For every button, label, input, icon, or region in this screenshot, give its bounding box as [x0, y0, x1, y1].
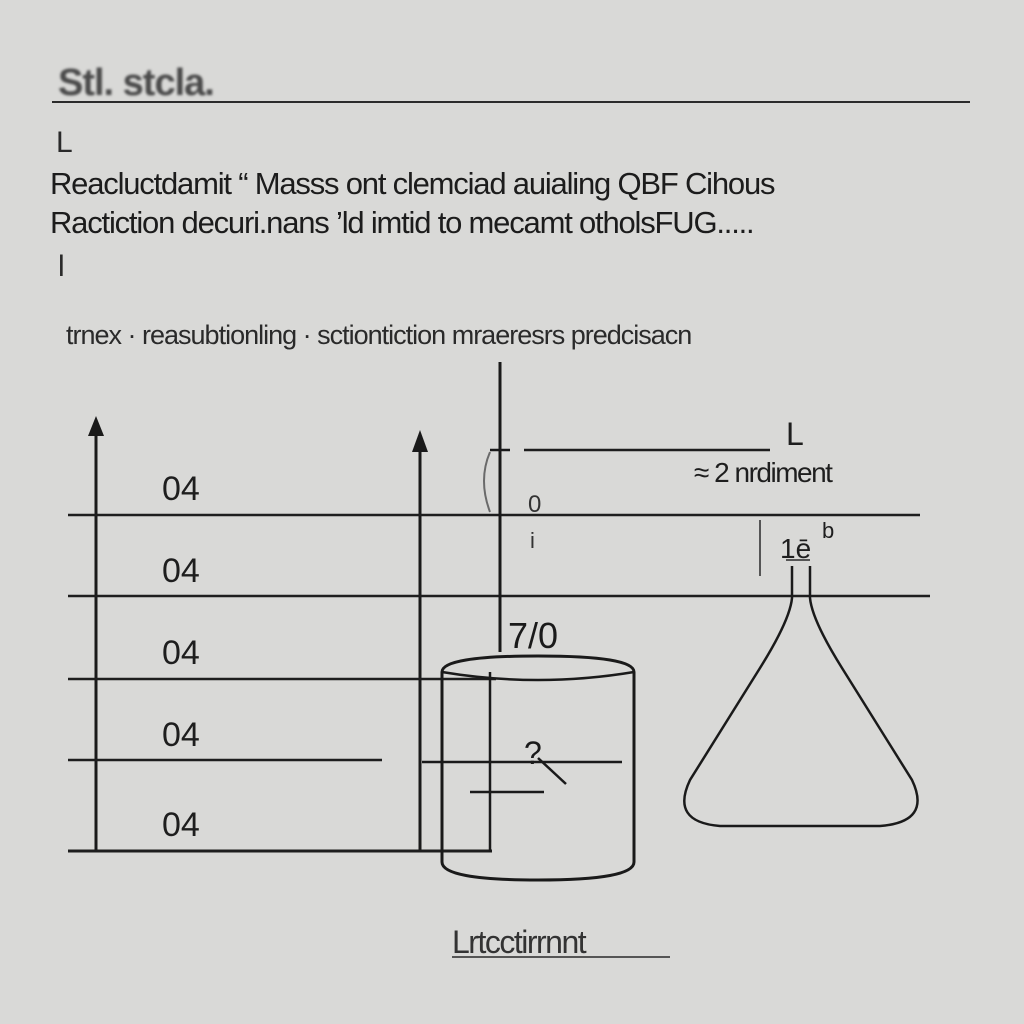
scale-label-1: 04: [162, 470, 200, 508]
scale-label-2: 04: [162, 552, 200, 590]
heading-rule: [52, 101, 970, 103]
footer-label: Lrtcctirrnnt: [452, 924, 587, 960]
page-heading: Stl. stcla.: [58, 62, 215, 104]
pointer-sublabel: ≈ 2 nrdiment: [694, 457, 833, 488]
beaker: [422, 654, 636, 882]
scale-label-4: 04: [162, 716, 200, 754]
scale-axis-right: [412, 430, 428, 852]
flask-neck-sup: b: [822, 518, 834, 543]
pointer-label: L: [786, 416, 804, 452]
diagram-caption: trnex · reasubtionling · sctiontiction m…: [66, 320, 692, 350]
scale-label-5: 04: [162, 806, 200, 844]
conical-flask: [683, 520, 919, 828]
footer-underline: [452, 956, 670, 958]
stand-bracket: [483, 451, 491, 513]
flask-neck-label: 1ē: [780, 533, 811, 564]
scale-label-3: 04: [162, 634, 200, 672]
paragraph-marker-top: L: [56, 126, 73, 159]
intro-line-1: Reacluctdamit “ Masss ont clemciad auial…: [50, 166, 775, 201]
beaker-label: 7/0: [508, 615, 558, 656]
intro-line-2: Ractiction decuri.nans ’ld imtid to meca…: [50, 205, 755, 240]
small-mark: 0: [528, 491, 541, 518]
small-mark-sub: i: [530, 528, 535, 553]
scale-axis-left: [88, 416, 104, 852]
beaker-inner-mark: ?: [524, 735, 542, 771]
paragraph-marker-bottom: l: [58, 250, 65, 283]
